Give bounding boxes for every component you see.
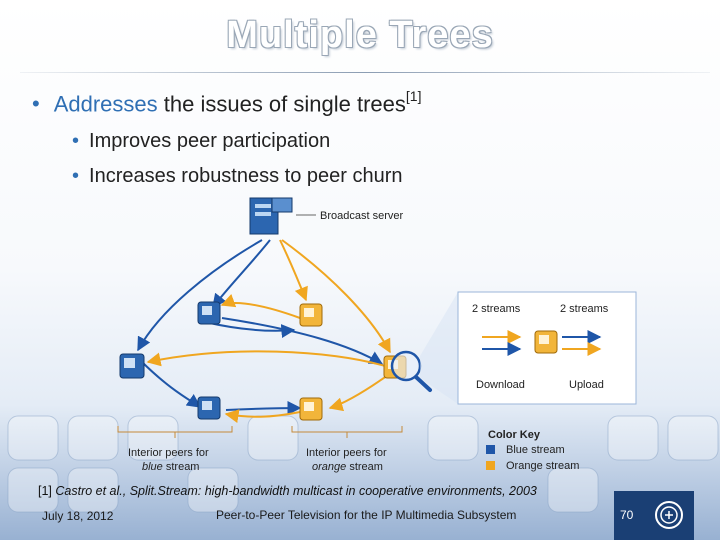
bullet-highlight: Addresses	[53, 91, 158, 117]
main-bullet: • Addresses the issues of single trees[1]	[32, 88, 422, 117]
streams-in-label: 2 streams	[472, 303, 521, 315]
slide-title: Multiple Trees	[226, 14, 494, 56]
orange-peer-icon	[299, 397, 323, 421]
blue-group-label-line1: Interior peers for	[128, 447, 209, 459]
server-label: Broadcast server	[320, 210, 403, 222]
upload-label: Upload	[569, 379, 604, 391]
background-tiles	[7, 415, 719, 513]
orange-group-label-line1: Interior peers for	[306, 447, 387, 459]
bullet-icon: •	[72, 165, 80, 187]
footer-date: July 18, 2012	[42, 509, 114, 523]
footnote: [1] Castro et al., Split.Stream: high-ba…	[38, 484, 537, 498]
download-label: Download	[476, 379, 525, 391]
blue-peer-icon	[119, 353, 145, 379]
orange-peer-icon	[299, 303, 323, 327]
blue-group-suffix: stream	[163, 461, 200, 473]
legend-orange-label: Orange stream	[506, 460, 579, 472]
bullet-text: the issues of single trees	[157, 91, 406, 117]
server-icon	[249, 197, 316, 235]
zoom-detail-box	[457, 291, 637, 405]
legend-orange-swatch	[486, 461, 495, 470]
bullet-citation: [1]	[405, 88, 422, 104]
page-number-box	[614, 491, 694, 540]
streams-out-label: 2 streams	[560, 303, 609, 315]
zoom-funnel	[420, 292, 458, 404]
blue-group-bracket	[117, 426, 233, 438]
page-number: 70	[620, 508, 634, 522]
sub-bullet-text: Increases robustness to peer churn	[89, 165, 403, 187]
blue-stream-arrows	[137, 239, 384, 416]
footnote-ref: [1]	[38, 484, 56, 498]
orange-group-suffix: stream	[346, 461, 383, 473]
orange-group-bracket	[291, 426, 403, 438]
legend-blue-swatch	[486, 445, 495, 454]
bullet-icon: •	[72, 130, 80, 152]
university-seal-icon	[655, 501, 683, 529]
sub-bullet: • Increases robustness to peer churn	[72, 165, 403, 188]
blue-group-em: blue	[142, 461, 163, 473]
sub-bullet: • Improves peer participation	[72, 130, 330, 153]
footnote-text: Castro et al., Split.Stream: high-bandwi…	[55, 484, 537, 498]
blue-group-label-line2: blue stream	[142, 461, 199, 473]
title-divider	[20, 72, 710, 73]
footer-title: Peer-to-Peer Television for the IP Multi…	[216, 508, 517, 522]
orange-group-label-line2: orange stream	[312, 461, 383, 473]
orange-group-em: orange	[312, 461, 346, 473]
bullet-icon: •	[32, 91, 40, 117]
blue-peer-icon	[197, 301, 221, 325]
sub-bullet-text: Improves peer participation	[89, 130, 331, 152]
legend-title: Color Key	[488, 429, 541, 441]
legend-blue-label: Blue stream	[506, 444, 565, 456]
blue-peer-icon	[197, 396, 221, 420]
orange-stream-arrows	[146, 239, 391, 423]
